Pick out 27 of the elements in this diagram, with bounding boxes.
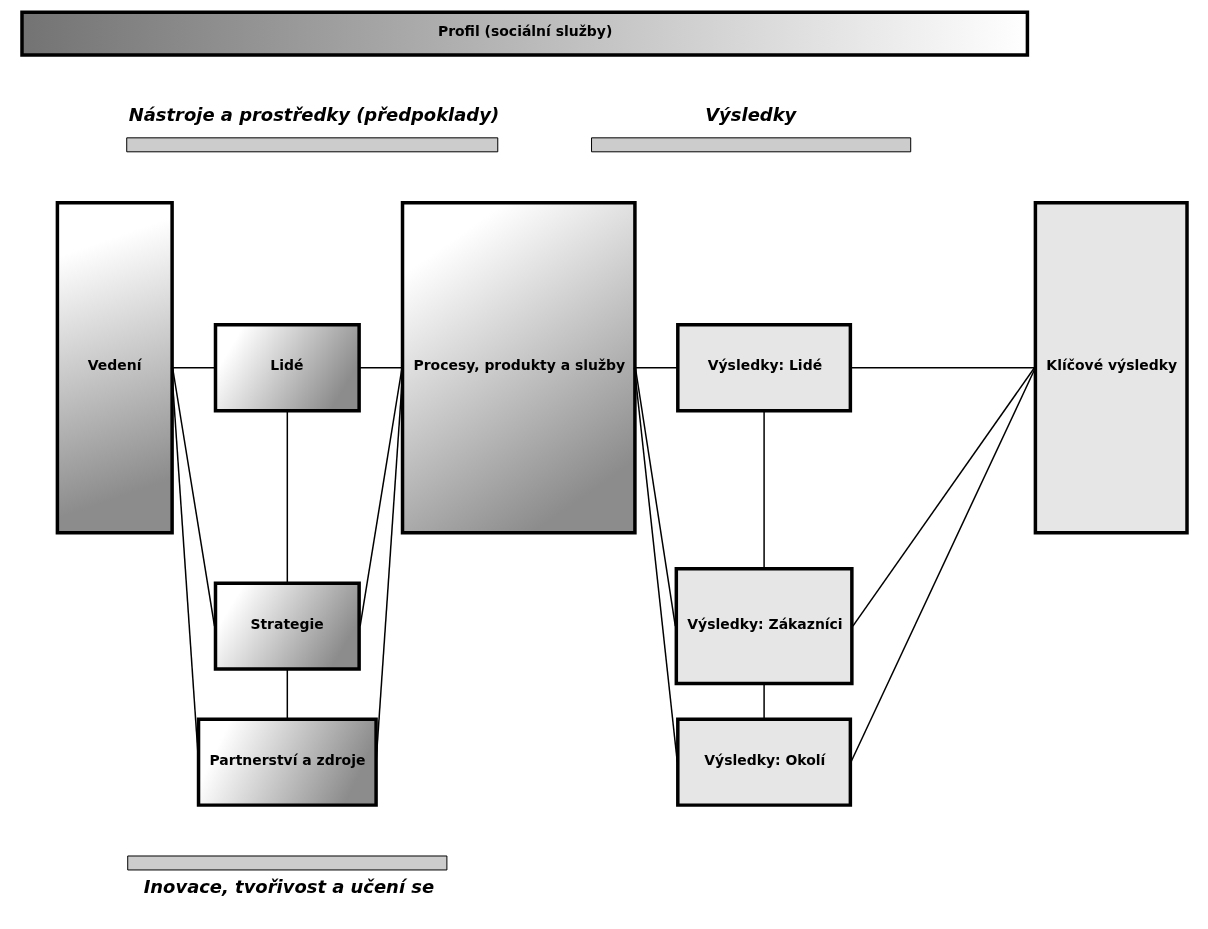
connector	[762, 682, 765, 721]
connector	[286, 669, 288, 721]
connector	[357, 367, 403, 369]
connector	[171, 367, 215, 627]
node-box: Strategie	[213, 581, 361, 671]
node-box: Lidé	[213, 323, 361, 413]
label: Výsledky	[704, 104, 796, 126]
connector	[358, 367, 403, 627]
connector	[762, 410, 765, 570]
connector	[633, 367, 679, 369]
connector	[849, 367, 1036, 369]
connector	[286, 410, 288, 583]
node-box: Výsledky: Zákazníci	[674, 567, 854, 686]
node-box: Profil (sociální služby)	[19, 10, 1029, 57]
node-box: Procesy, produkty a služby	[400, 200, 637, 535]
connector	[849, 367, 1036, 763]
connector	[170, 367, 216, 369]
connector	[634, 367, 676, 627]
node-box: Klíčové výsledky	[1033, 200, 1189, 535]
connector	[633, 367, 678, 763]
label: Inovace, tvořivost a učení se	[143, 876, 434, 898]
connector	[851, 367, 1035, 627]
node-box: Výsledky: Okolí	[675, 717, 852, 807]
node-box: Výsledky: Lidé	[675, 323, 852, 413]
node-box: Vedení	[55, 200, 174, 535]
label: Nástroje a prostředky (předpoklady)	[128, 104, 499, 126]
node-box: Partnerství a zdroje	[196, 717, 378, 807]
